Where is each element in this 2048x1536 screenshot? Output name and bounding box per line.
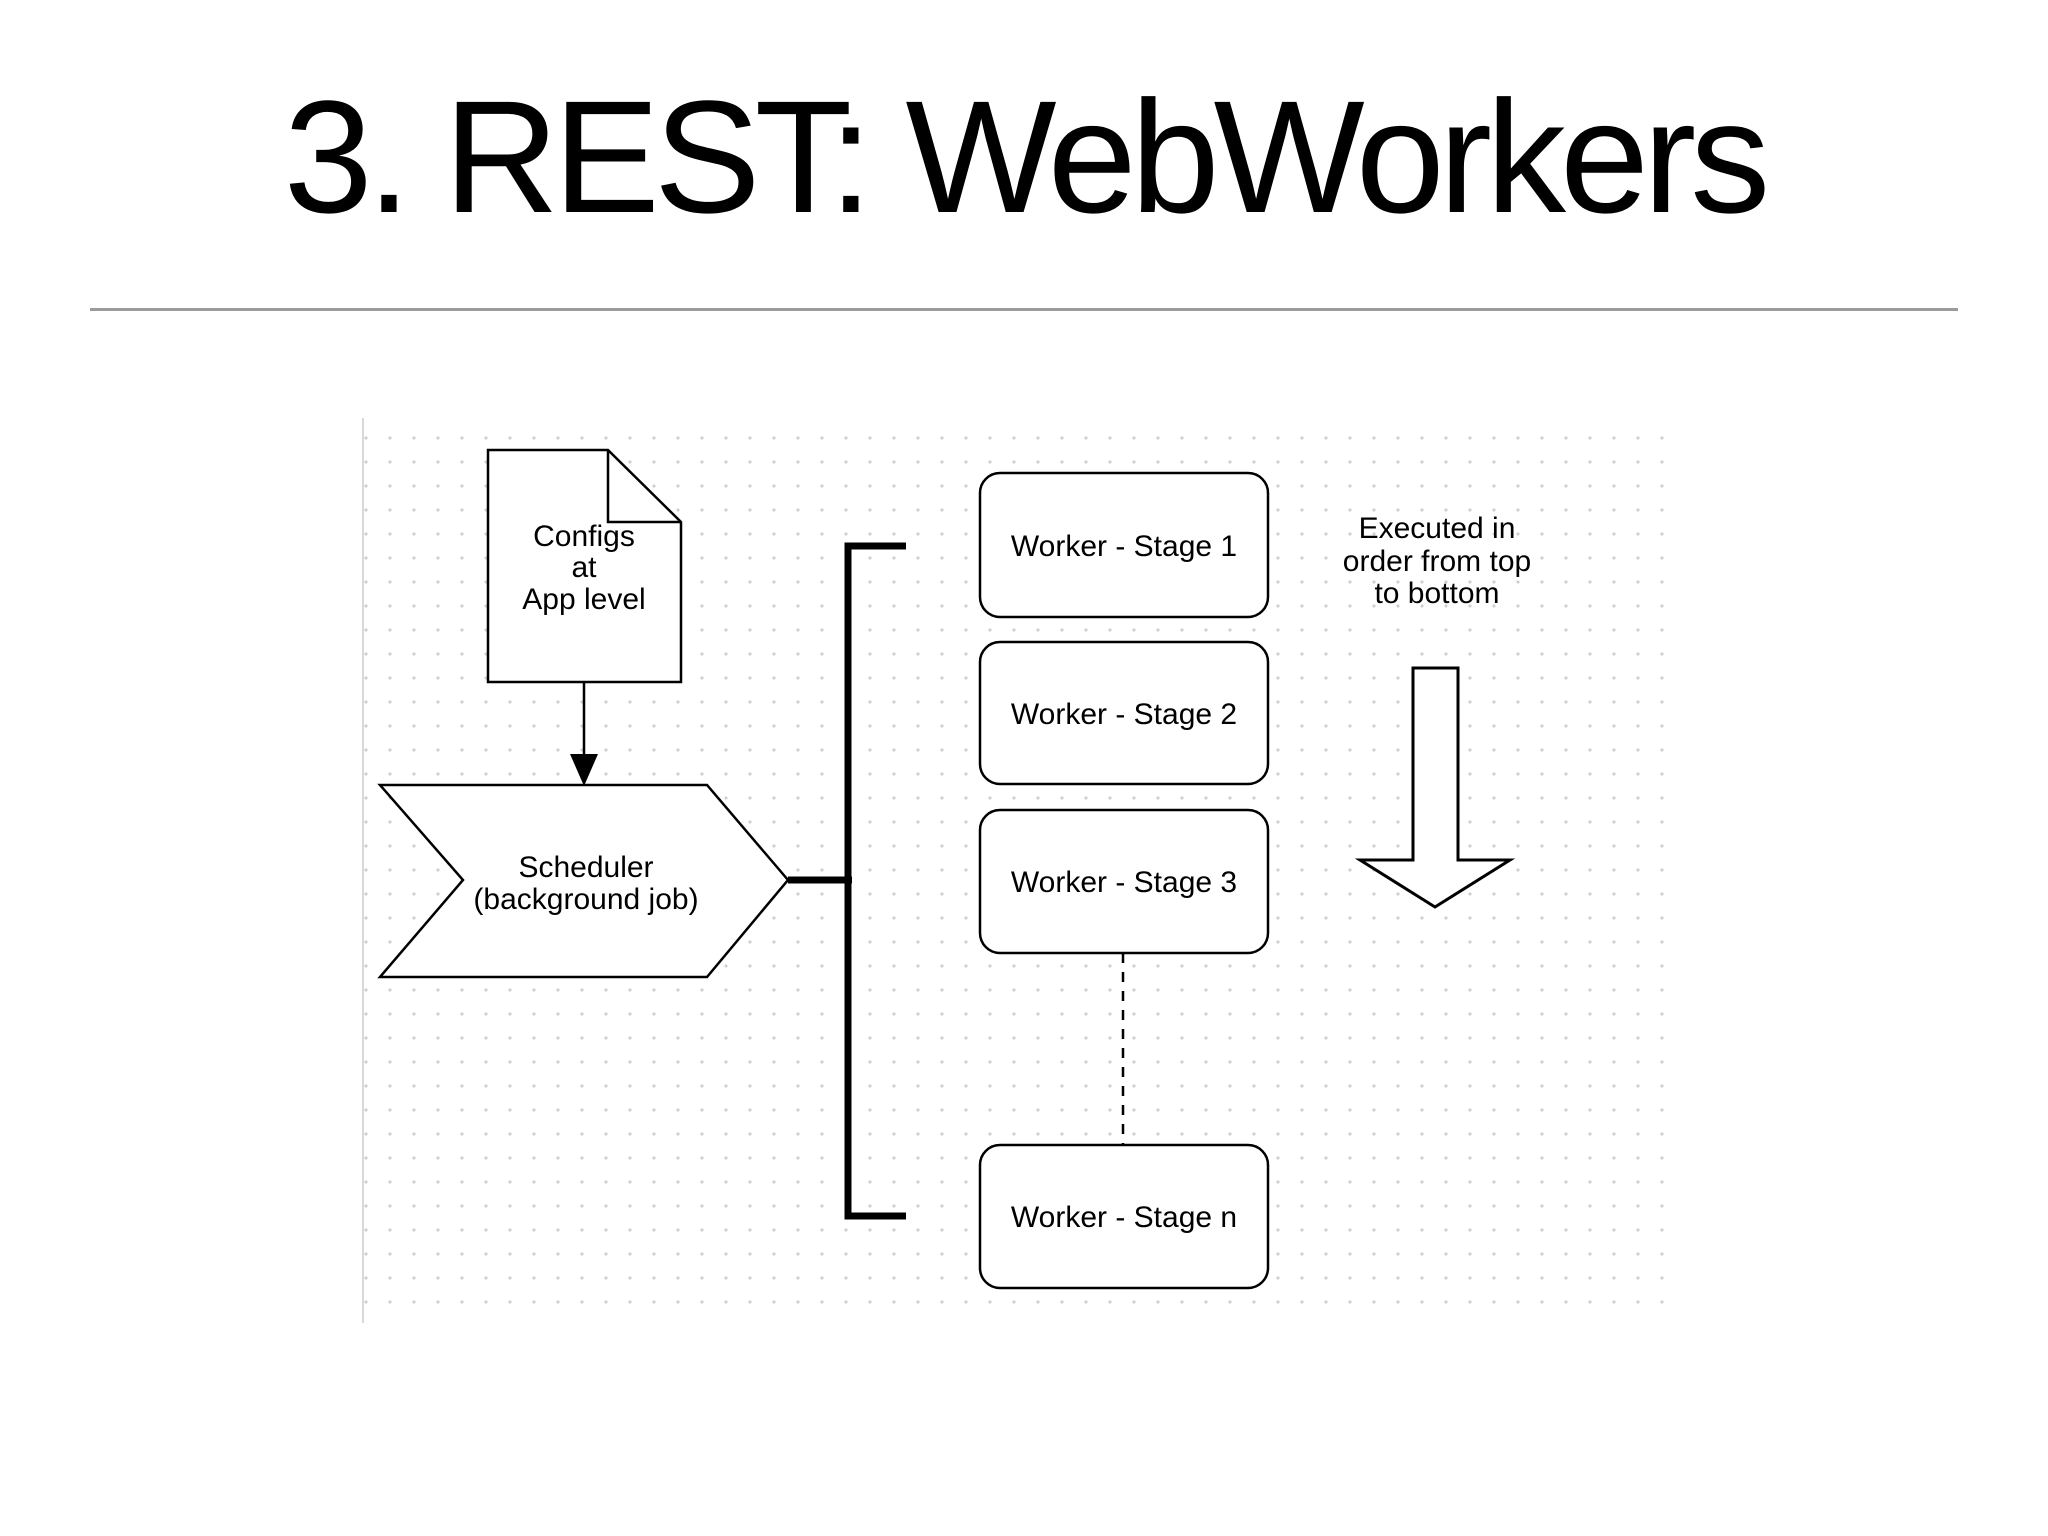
down-arrow-icon [1354,666,1516,909]
note-line2: order from top [1343,545,1531,578]
worker-stage-1-box: Worker - Stage 1 [978,471,1270,619]
worker-stage-1-label: Worker - Stage 1 [1011,530,1237,563]
worker-fanout-bracket [844,542,906,1220]
scheduler-label-line1: Scheduler [518,851,653,884]
worker-stage-1-outline [978,471,1270,619]
worker-stage-n-outline [978,1143,1270,1290]
arrow-head [570,754,598,786]
slide-title: 3. REST: WebWorkers [283,67,1771,246]
worker-stage-n-box: Worker - Stage n [978,1143,1270,1290]
note-line1: Executed in [1359,512,1516,545]
configs-document-shape: Configs at App level [486,448,683,684]
configs-to-scheduler-arrow [570,682,598,786]
worker-stage-3-box: Worker - Stage 3 [978,808,1270,955]
configs-label-line3: App level [522,583,645,616]
document-fold-corner [606,450,681,524]
worker-stage-2-label: Worker - Stage 2 [1011,698,1237,731]
scheduler-label-line2: (background job) [473,883,698,916]
title-divider [90,308,1958,311]
canvas-left-edge [362,418,364,1323]
configs-label-line2: at [571,551,597,584]
worker-stage-3-label: Worker - Stage 3 [1011,866,1237,899]
worker-stage-2-box: Worker - Stage 2 [978,640,1270,786]
execution-order-note: Executed in order from top to bottom [1343,512,1531,610]
note-line3: to bottom [1374,577,1499,610]
document-outline [486,448,683,684]
scheduler-shape: Scheduler (background job) [377,783,790,979]
scheduler-outline [377,783,790,979]
configs-label-line1: Configs [533,520,635,553]
worker-stage-n-label: Worker - Stage n [1011,1201,1237,1234]
worker-stage-2-outline [978,640,1270,786]
